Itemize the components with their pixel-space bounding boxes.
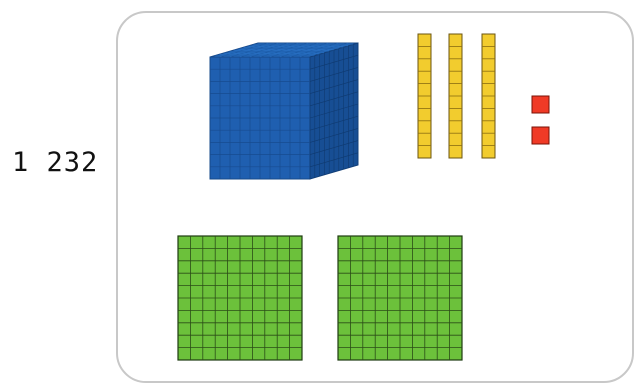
hundred-flat <box>178 236 302 360</box>
thousand-cube <box>210 43 358 179</box>
one-unit-cube <box>532 96 549 113</box>
ten-rod <box>482 34 495 158</box>
ten-rod <box>449 34 462 158</box>
ten-rod <box>418 34 431 158</box>
hundred-flat <box>338 236 462 360</box>
one-unit-cube <box>532 127 549 144</box>
